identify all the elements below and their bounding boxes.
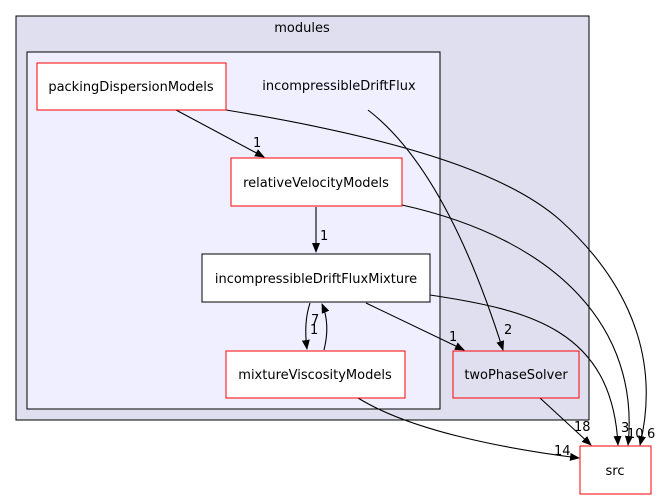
- node-src[interactable]: src: [579, 445, 652, 495]
- edge-viscosity-to-src: [357, 397, 580, 461]
- edge-count-mixture-to-viscosity[interactable]: 1: [310, 323, 318, 338]
- edge-count-twophase-to-src[interactable]: 18: [574, 420, 591, 435]
- incompressibleDriftFlux-cluster-title[interactable]: incompressibleDriftFlux: [262, 79, 416, 94]
- node-box: [36, 62, 227, 111]
- edge-count-relvel-to-mixture[interactable]: 1: [320, 229, 328, 244]
- modules-cluster-title[interactable]: modules: [274, 21, 330, 36]
- edge-mixture-to-viscosity: [301, 302, 311, 350]
- edge-packing-to-relvel: [175, 109, 265, 158]
- node-box: [201, 253, 431, 303]
- node-box: [579, 445, 652, 495]
- node-label: relativeVelocityModels: [243, 176, 389, 191]
- edge-inner-to-twophase: [367, 109, 505, 351]
- node-mixtureViscosityModels[interactable]: mixtureViscosityModels: [225, 350, 406, 399]
- edges: 1 1 1 7 1 2 18 14 3 10 6: [175, 109, 655, 461]
- node-label: mixtureViscosityModels: [238, 368, 392, 383]
- node-label: src: [606, 464, 625, 479]
- node-incompressibleDriftFluxMixture[interactable]: incompressibleDriftFluxMixture: [201, 253, 431, 303]
- node-label: packingDispersionModels: [48, 80, 214, 95]
- node-label: twoPhaseSolver: [464, 368, 568, 383]
- node-relativeVelocityModels[interactable]: relativeVelocityModels: [230, 157, 403, 207]
- edge-count-mixture-to-src[interactable]: 3: [621, 421, 629, 436]
- node-packingDispersionModels[interactable]: packingDispersionModels: [36, 62, 227, 111]
- edge-count-inner-to-twophase[interactable]: 2: [504, 323, 512, 338]
- edge-mixture-to-twophase: [365, 302, 465, 351]
- edge-count-mixture-to-twophase[interactable]: 1: [449, 330, 457, 345]
- node-box: [452, 350, 580, 399]
- edge-count-viscosity-to-src[interactable]: 14: [554, 444, 571, 459]
- edge-packing-to-src: [225, 109, 647, 446]
- node-twoPhaseSolver[interactable]: twoPhaseSolver: [452, 350, 580, 399]
- edge-count-viscosity-to-mixture[interactable]: 7: [311, 313, 319, 328]
- edge-count-packing-to-relvel[interactable]: 1: [253, 136, 261, 151]
- edge-count-packing-to-src[interactable]: 6: [647, 427, 655, 442]
- node-box: [225, 350, 406, 399]
- edge-mixture-to-src: [429, 294, 622, 446]
- edge-twophase-to-src: [539, 397, 592, 446]
- edge-viscosity-to-mixture: [321, 303, 330, 351]
- node-label: incompressibleDriftFluxMixture: [215, 272, 417, 287]
- node-box: [230, 157, 403, 207]
- edge-relvel-to-src: [401, 204, 633, 446]
